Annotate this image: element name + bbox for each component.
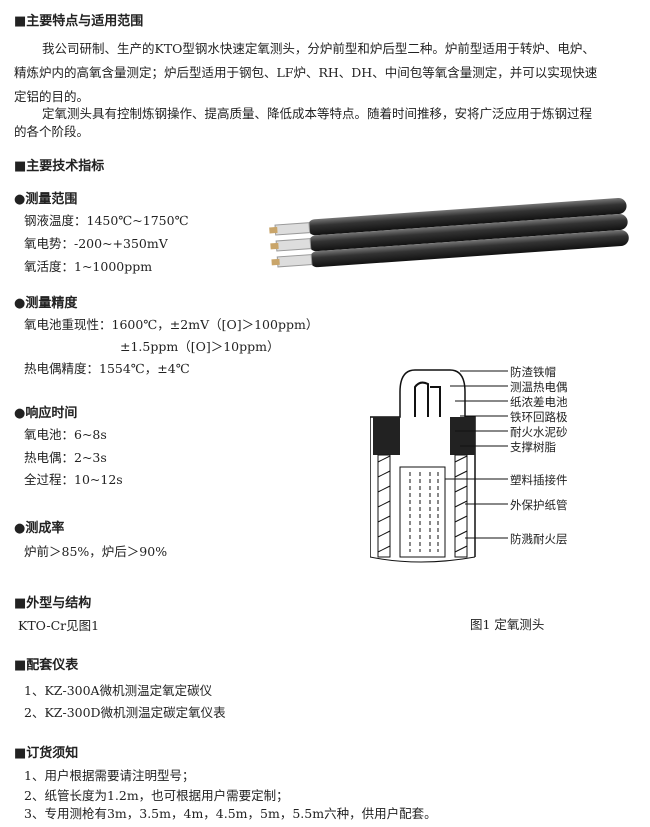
spec-line: 全过程：10~12s [24,472,123,487]
text-line: KTO-Cr见图1 [18,618,100,633]
leader-lines [445,370,508,539]
subheading-precision: ●测量精度 [14,296,78,311]
list-item: 2、纸管长度为1.2m，也可根据用户需要定制； [24,788,289,803]
diagram-label: 防渣铁帽 [510,365,556,379]
spec-line: 氧电势：-200~+350mV [24,236,168,251]
list-item: 3、专用测枪有3m，3.5m，4m，4.5m，5m，5.5m六种，供用户配套。 [24,806,437,821]
diagram-label: 测温热电偶 [510,380,568,394]
probe-photo [269,198,629,268]
diagram-label: 铁环回路极 [510,410,568,424]
spec-line: 钢液温度：1450℃~1750℃ [24,213,189,228]
section-heading-features: ■主要特点与适用范围 [14,14,144,29]
diagram-label: 支撑树脂 [510,440,556,454]
probe-diagram [370,369,476,563]
list-item: 1、KZ-300A微机测温定氧定碳仪 [24,683,213,698]
paragraph-line: 精炼炉内的高氧含量测定；炉后型适用于钢包、LF炉、RH、DH、中间包等氧含量测定… [14,65,598,80]
diagram-label: 纸浓差电池 [510,395,568,409]
diagram-label: 耐火水泥砂 [510,425,568,439]
section-heading-instruments: ■配套仪表 [14,658,79,673]
list-item: 1、用户根据需要请注明型号； [24,768,195,783]
figure-caption: 图1 定氧测头 [470,617,545,632]
subheading-success: ●测成率 [14,521,65,536]
list-item: 2、KZ-300D微机测温定碳定氧仪表 [24,705,226,720]
spec-line: 氧活度：1~1000ppm [24,259,153,274]
paragraph-line: 定氧测头具有控制炼钢操作、提高质量、降低成本等特点。随着时间推移，安将广泛应用于… [42,106,593,121]
paragraph-line: 的各个阶段。 [14,124,90,139]
diagram-label: 外保护纸管 [510,498,568,512]
spec-line: 热电偶精度：1554℃，±4℃ [24,361,190,376]
spec-line: ±1.5ppm（[O]＞10ppm） [120,339,280,354]
spec-line: 氧电池：6~8s [24,427,107,442]
diagram-label: 防溅耐火层 [510,532,568,546]
section-heading-structure: ■外型与结构 [14,596,92,611]
paragraph-line: 我公司研制、生产的KTO型钢水快速定氧测头，分炉前型和炉后型二种。炉前型适用于转… [42,41,595,56]
spec-line: 炉前＞85%，炉后＞90% [24,544,168,559]
paragraph-line: 定铝的目的。 [14,89,90,104]
subheading-range: ●测量范围 [14,192,78,207]
diagram-label: 塑料插接件 [510,473,568,487]
spec-line: 热电偶：2~3s [24,450,107,465]
spec-line: 氧电池重现性：1600℃，±2mV（[O]＞100ppm） [24,317,319,332]
section-heading-ordering: ■订货须知 [14,746,79,761]
subheading-response: ●响应时间 [14,406,78,421]
section-heading-specs: ■主要技术指标 [14,159,105,174]
